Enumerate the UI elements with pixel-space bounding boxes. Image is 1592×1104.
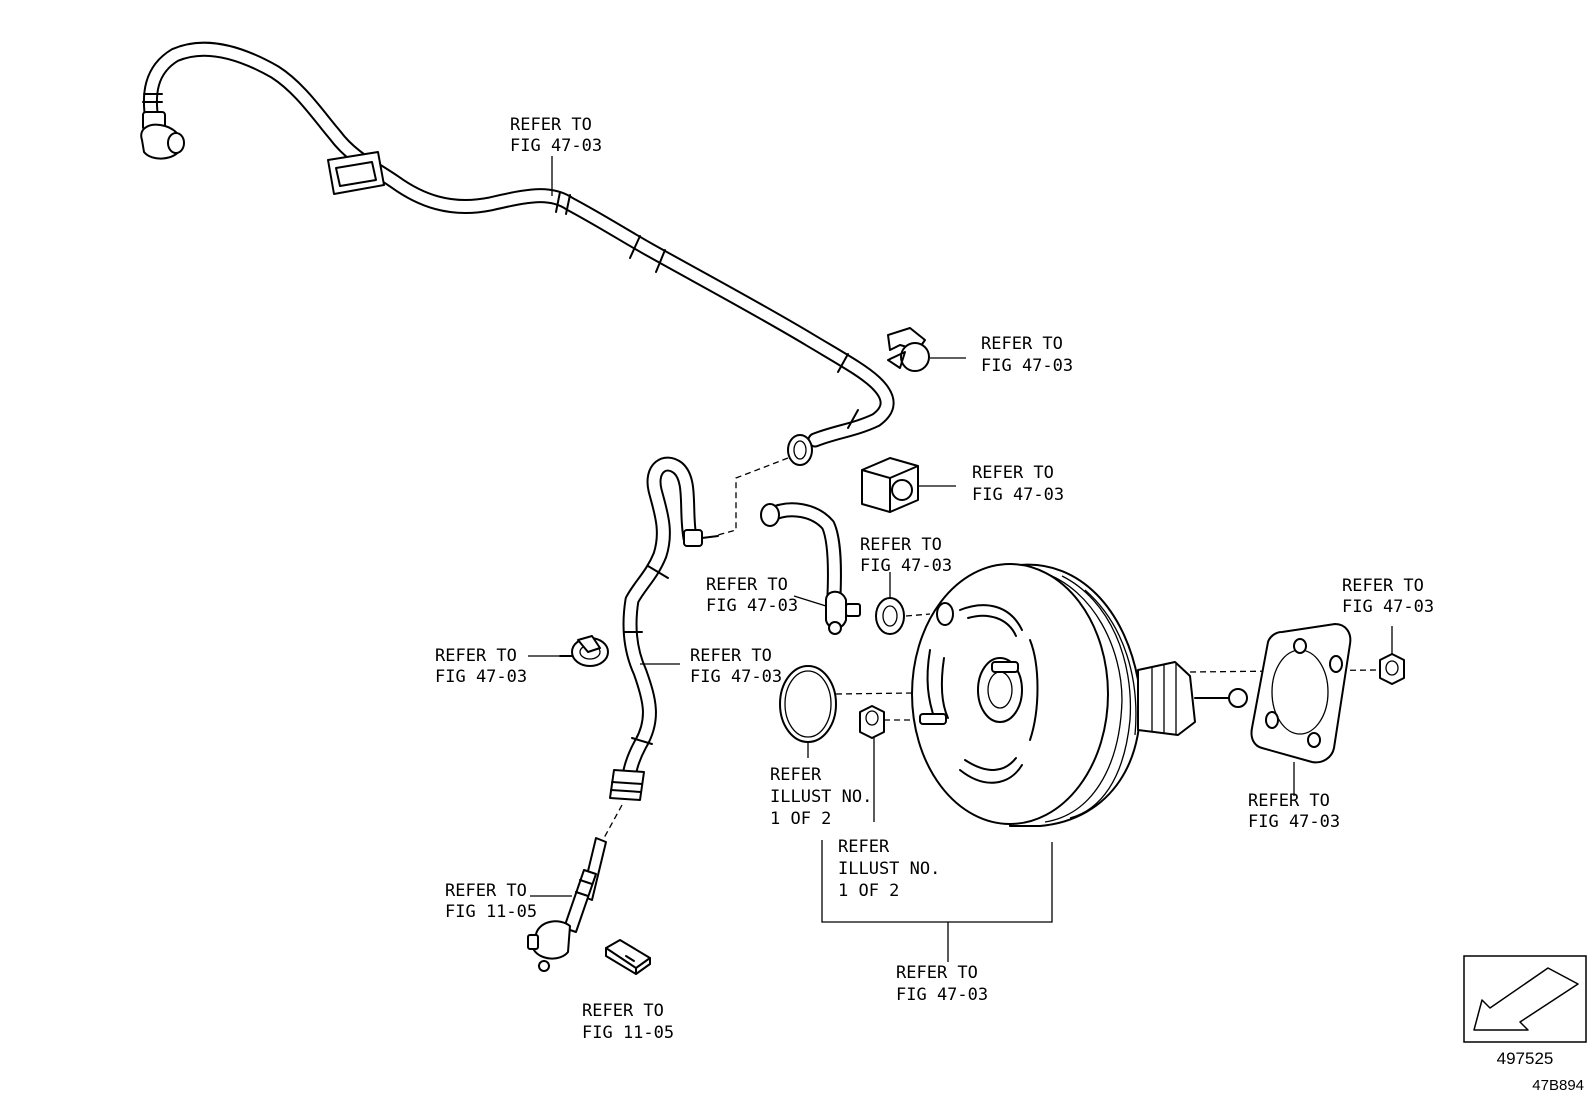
sensor-clip (605, 939, 651, 975)
o-ring (779, 665, 837, 743)
illustration-number: 497525 (1497, 1049, 1554, 1068)
connection-line-1 (717, 457, 789, 536)
orientation-arrow-box (1463, 955, 1587, 1043)
hex-nut-front (859, 705, 885, 739)
brake-booster (911, 563, 1248, 827)
hose-clamp (559, 635, 609, 667)
leader-c4 (793, 595, 827, 607)
connection-line-4 (835, 691, 991, 695)
hex-nut-rear (1379, 653, 1405, 685)
main-vacuum-hose (140, 41, 895, 466)
check-valve-hose (760, 502, 861, 635)
hose-clip (887, 327, 930, 372)
leader-group-bracket (821, 840, 1053, 923)
connection-line-3 (603, 804, 623, 839)
vacuum-hose-2 (609, 456, 719, 801)
drawing-code: 47B894 (1532, 1077, 1584, 1094)
vacuum-sensor (527, 837, 607, 972)
front-arrow-icon (1473, 967, 1579, 1031)
booster-gasket (1250, 623, 1352, 764)
hose-bracket (861, 457, 919, 513)
connection-line-2 (905, 613, 931, 617)
grommet (875, 597, 905, 635)
